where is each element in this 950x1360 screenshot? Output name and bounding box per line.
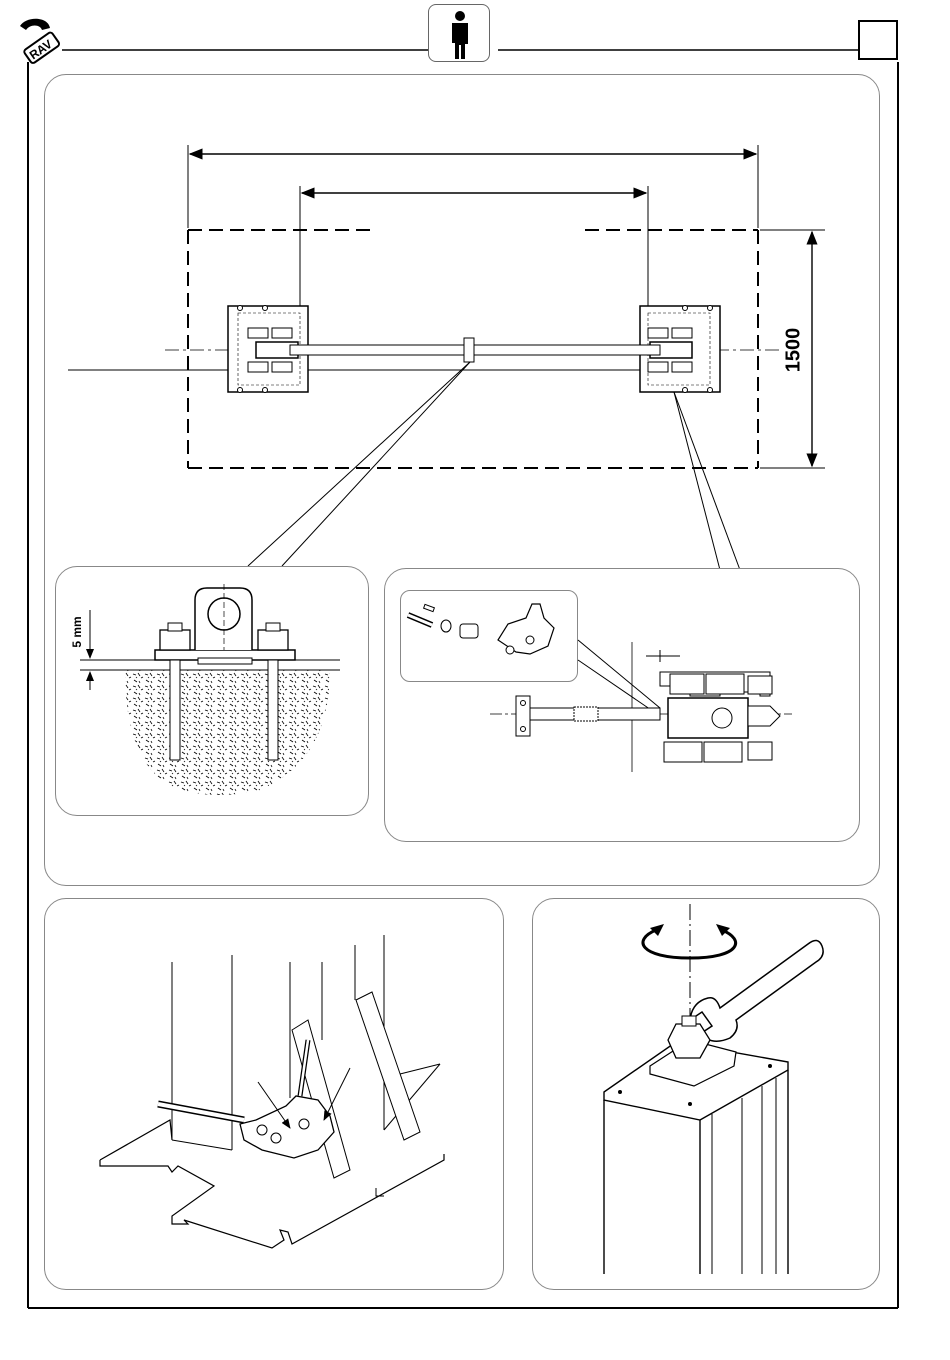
tightening-view-drawing [0, 0, 950, 1360]
